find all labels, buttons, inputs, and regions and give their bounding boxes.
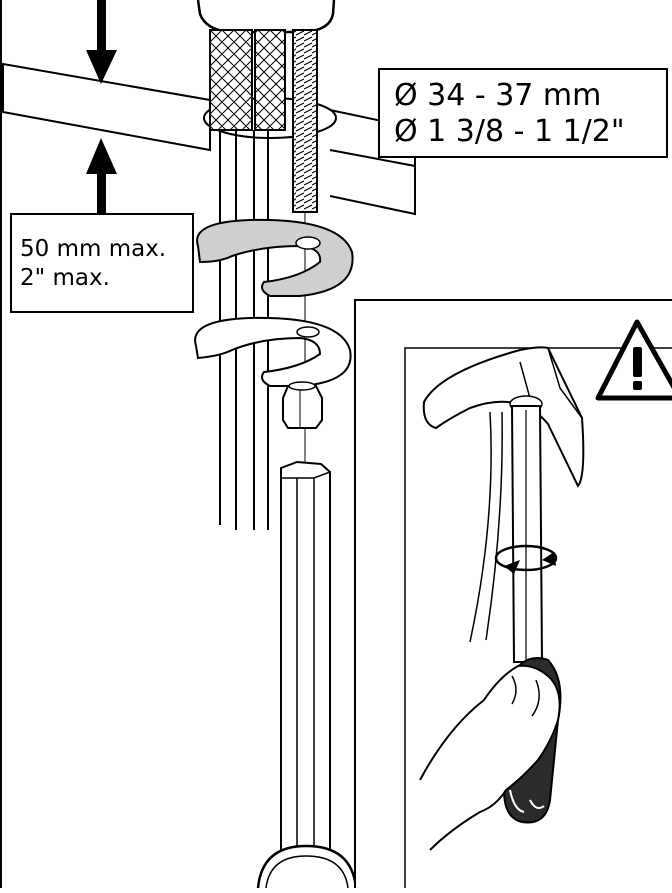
hex-nut [282,381,323,429]
hand-detail [419,657,562,851]
thickness-metric: 50 mm max. [20,236,167,262]
mounting-tool [256,460,358,889]
hole-diameter-metric: Ø 34 - 37 mm [394,78,602,113]
countertop-thickness-callout: 50 mm max. 2" max. [10,213,194,313]
faucet-base [196,0,336,34]
hole-diameter-callout: Ø 34 - 37 mm Ø 1 3/8 - 1 1/2" [378,68,668,158]
warning-triangle-icon [595,319,672,401]
horseshoe-washer-grey [196,218,354,297]
thickness-imperial: 2" max. [20,265,110,291]
thickness-arrow-bottom [86,138,117,214]
rotate-arrow-icon [494,544,558,574]
hole-diameter-imperial: Ø 1 3/8 - 1 1/2" [394,114,625,149]
thickness-arrow-top [86,0,117,84]
horseshoe-washer-white [194,316,352,387]
